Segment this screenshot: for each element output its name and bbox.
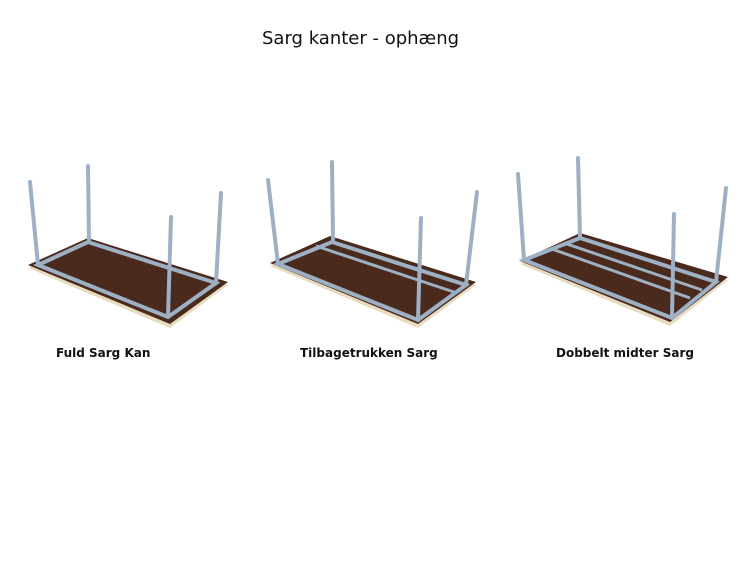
caption-full-frame: Fuld Sarg Kan — [56, 346, 151, 360]
page-title: Sarg kanter - ophæng — [262, 28, 460, 49]
caption-double-middle-frame: Dobbelt midter Sarg — [556, 346, 694, 360]
caption-recessed-frame: Tilbagetrukken Sarg — [300, 346, 438, 360]
table-double-middle-frame-image — [516, 156, 728, 326]
table-recessed-frame-image — [266, 160, 479, 328]
table-full-frame-image — [28, 164, 228, 328]
